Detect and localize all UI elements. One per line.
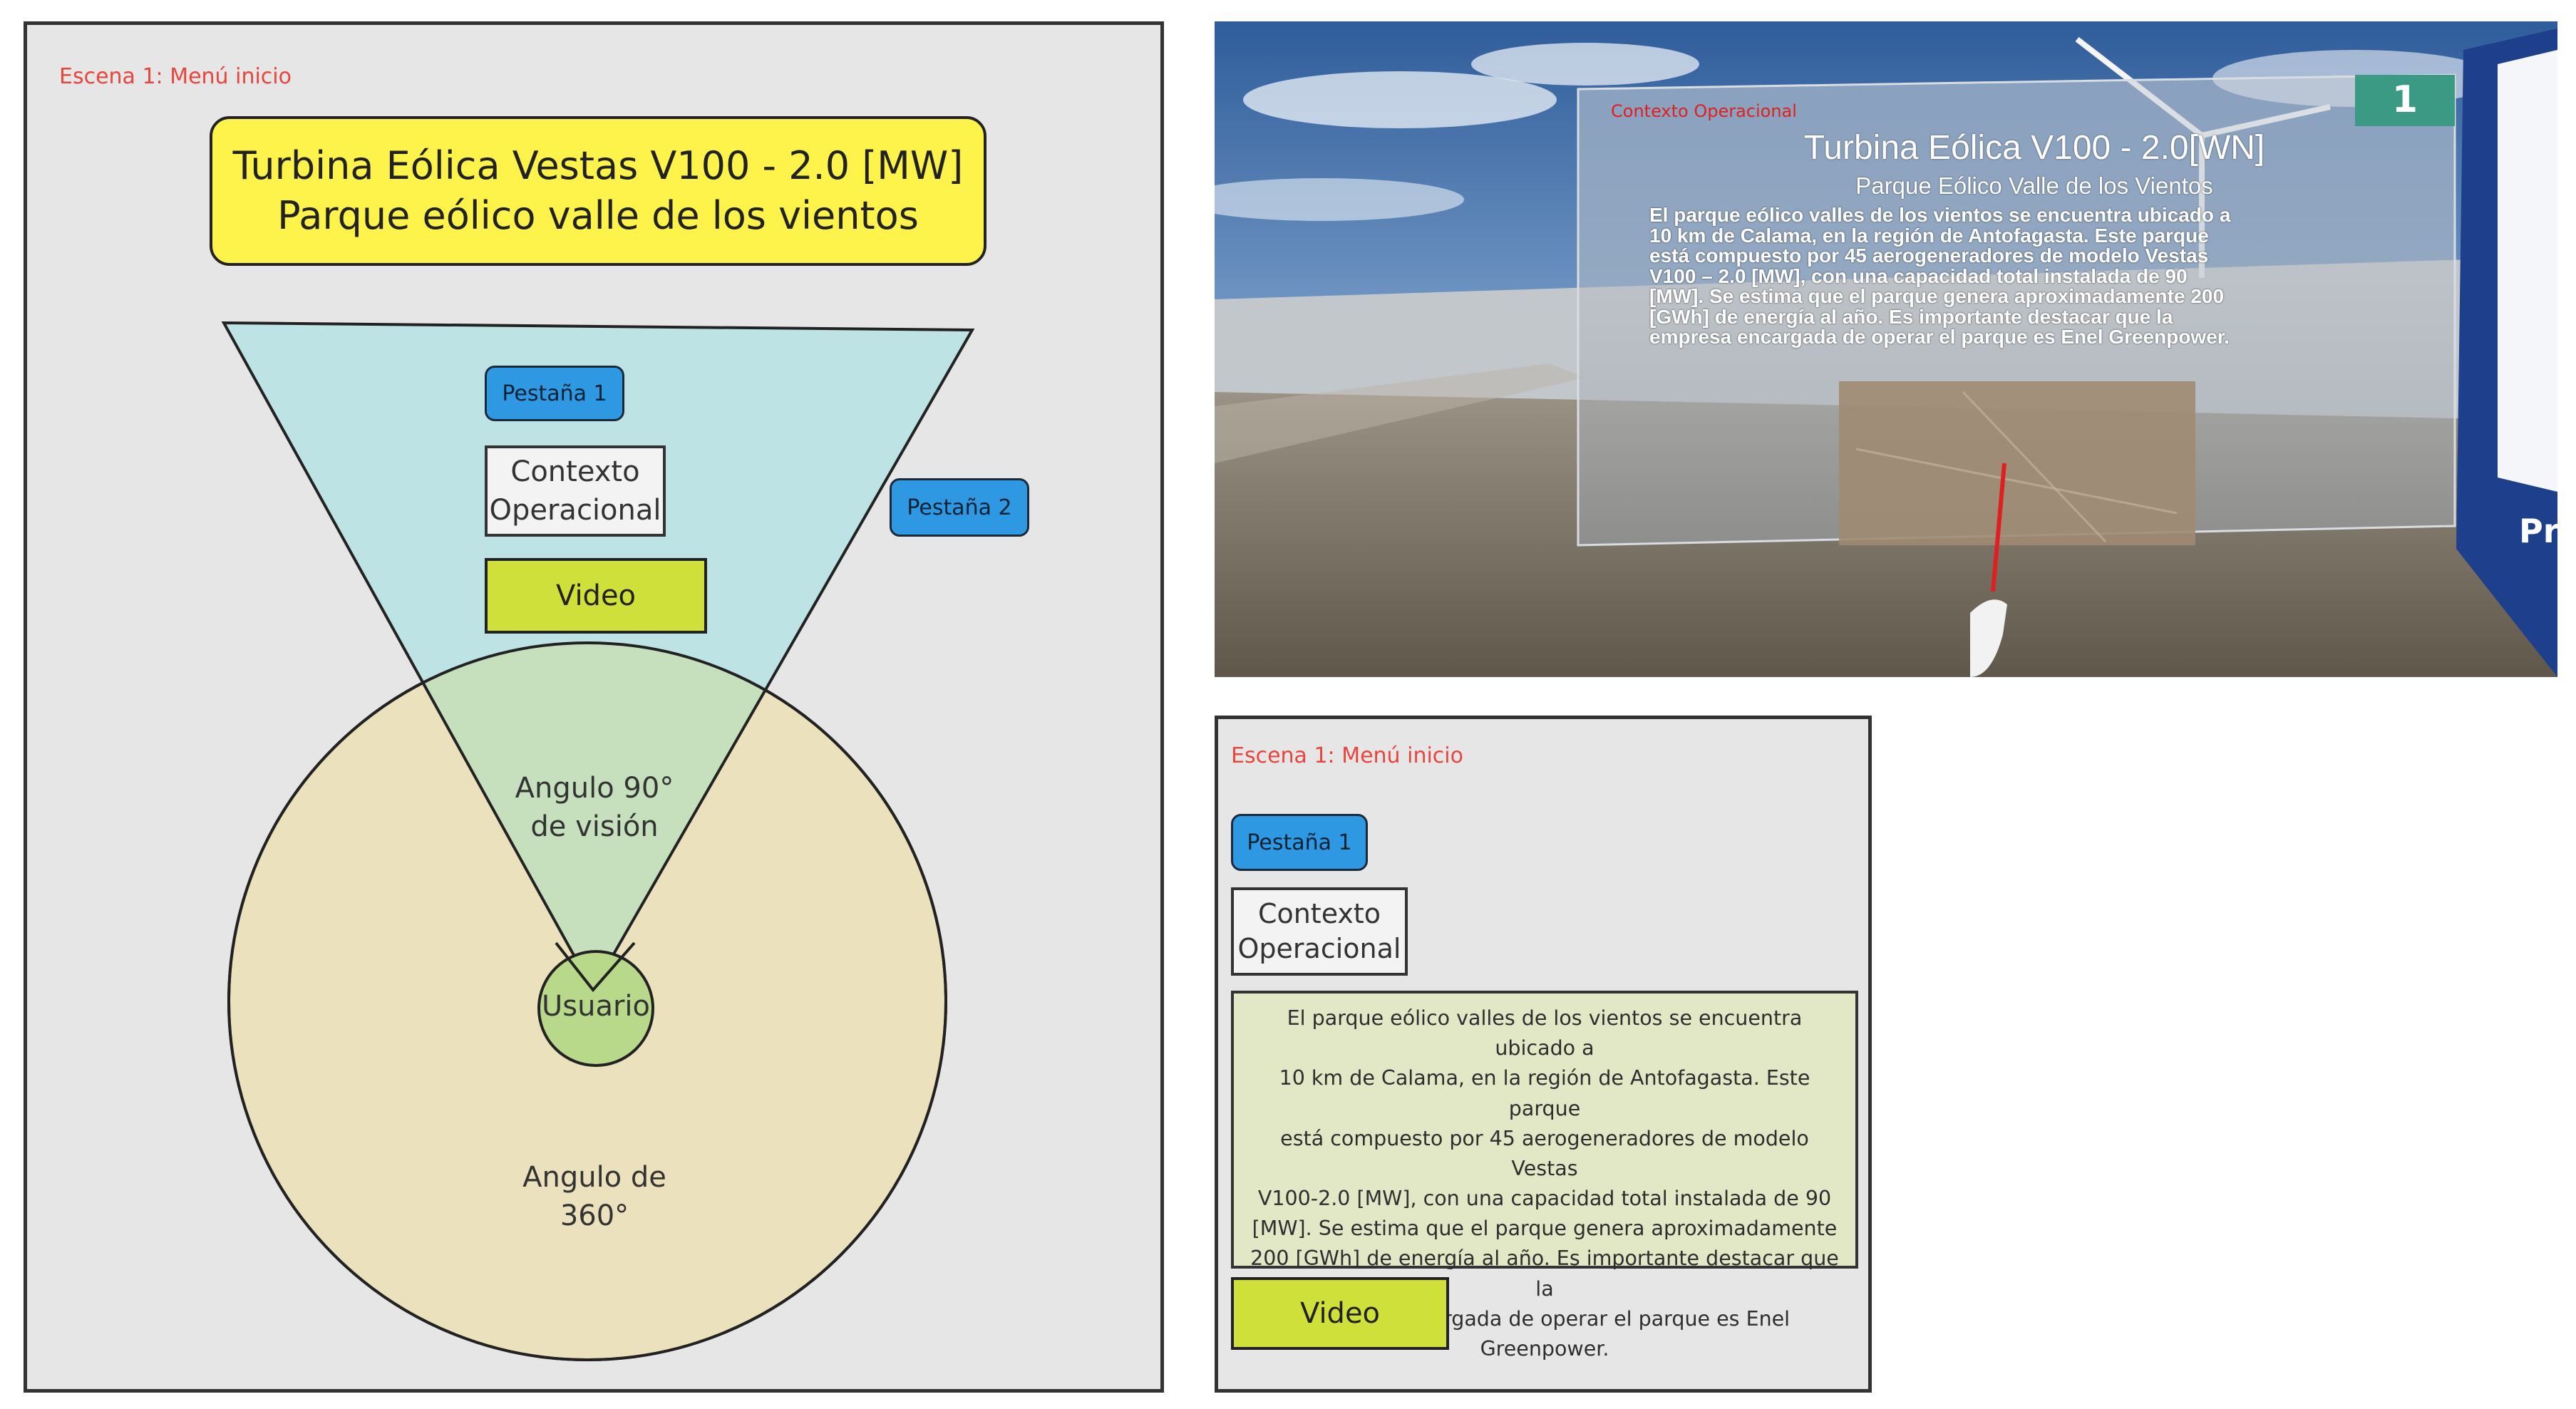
user-circle [537,950,654,1067]
context-line-2: Operacional [1237,933,1401,964]
vr-paragraph-line: V100 – 2.0 [MW], con una capacidad total… [1649,264,2188,287]
vr-paragraph-line: [MW]. Se estima que el parque genera apr… [1649,285,2225,308]
vr-screenshot: Contexto Operacional 1 Turbina Eólica V1… [1215,21,2557,677]
paragraph-line: El parque eólico valles de los vientos s… [1287,1006,1803,1060]
tab-1-button[interactable]: Pestaña 1 [1231,814,1368,871]
vision-cone-outline [221,321,975,993]
title-banner: Turbina Eólica Vestas V100 - 2.0 [MW] Pa… [210,116,986,266]
full-angle-line-2: 360° [560,1199,629,1232]
vr-paragraph-line: empresa encargada de operar el parque es… [1649,326,2230,349]
paragraph-line: 200 [GWh] de energía al año. Es importan… [1250,1247,1839,1301]
video-button[interactable]: Video [1231,1277,1449,1350]
context-line-1: Contexto [1257,897,1381,929]
vr-paragraph-line: [GWh] de energía al año. Es importante d… [1649,305,2173,328]
vision-angle-line-2: de visión [530,810,659,843]
context-operacional-button[interactable]: Contexto Operacional [485,445,666,537]
vr-paragraph-line: 10 km de Calama, en la región de Antofag… [1649,224,2209,247]
vr-subtitle: Parque Eólico Valle de los Vientos [1855,172,2213,199]
vision-angle-line-1: Angulo 90° [515,772,674,805]
scene-label: Escena 1: Menú inicio [1231,743,1463,768]
vr-side-panel-text: Pr [2519,512,2557,550]
paragraph-line: [MW]. Se estima que el parque genera apr… [1252,1217,1838,1241]
full-range-circle-outline [227,641,947,1361]
title-line-1: Turbina Eólica Vestas V100 - 2.0 [MW] [232,143,964,188]
vr-paragraph-line: El parque eólico valles de los vientos s… [1649,204,2231,226]
cone-apex-lines [555,941,636,993]
context-line-1: Contexto [510,455,640,488]
context-operacional-button[interactable]: Contexto Operacional [1231,887,1408,976]
paragraph-line: Greenpower. [1480,1336,1609,1361]
context-line-2: Operacional [489,494,661,527]
right-mockup-panel: Escena 1: Menú inicio Pestaña 1 Contexto… [1215,716,1872,1393]
user-label: Usuario [541,990,650,1023]
paragraph-line: V100-2.0 [MW], con una capacidad total i… [1257,1187,1832,1211]
info-screen-panel [1577,73,2456,547]
desert-map-image [1839,381,2195,545]
vr-paragraph: El parque eólico valles de los vientos s… [1649,205,2448,348]
tab-1-button[interactable]: Pestaña 1 [485,366,624,421]
vr-header-label: Contexto Operacional [1611,101,1797,121]
left-mockup-panel: Escena 1: Menú inicio Turbina Eólica Ves… [24,21,1164,1393]
vr-paragraph-line: está compuesto por 45 aerogeneradores de… [1649,244,2209,267]
page-badge [2355,75,2455,126]
laser-pointer [1991,463,2006,592]
vision-angle-label: Angulo 90° de visión [488,769,701,846]
scene-label: Escena 1: Menú inicio [59,64,292,89]
vr-badge-number: 1 [2391,78,2418,121]
full-angle-label: Angulo de 360° [488,1158,701,1235]
context-paragraph: El parque eólico valles de los vientos s… [1231,991,1858,1361]
tab-2-button[interactable]: Pestaña 2 [890,478,1029,537]
paragraph-line: 10 km de Calama, en la región de Antofag… [1279,1066,1810,1120]
vr-controller [1970,599,2007,677]
full-angle-line-1: Angulo de [522,1161,666,1194]
field-of-view-diagram [221,321,975,1361]
video-button[interactable]: Video [485,558,707,634]
paragraph-line: está compuesto por 45 aerogeneradores de… [1280,1126,1809,1180]
vr-scene [1215,21,2557,677]
vr-title: Turbina Eólica V100 - 2.0[WN] [1803,129,2265,167]
title-line-2: Parque eólico valle de los vientos [277,193,919,238]
